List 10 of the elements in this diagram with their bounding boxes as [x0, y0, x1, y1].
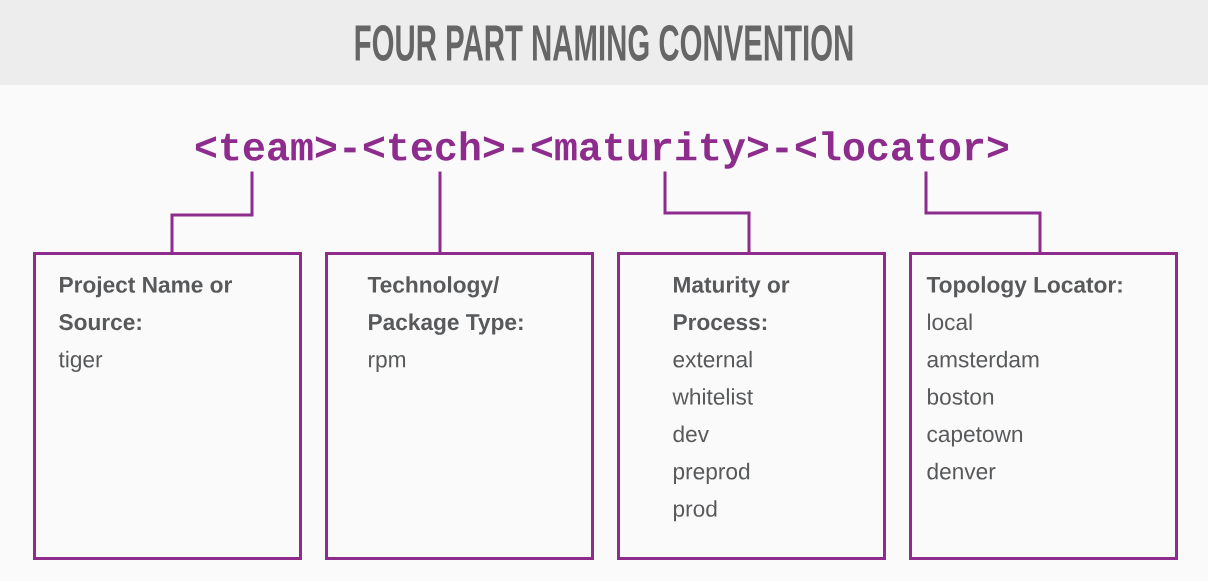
connector-line [663, 171, 751, 252]
connector-line [170, 171, 254, 252]
category-box: Project Name or Source: tiger [33, 252, 302, 560]
title: FOUR PART NAMING CONVENTION [355, 25, 853, 61]
category-box: Maturity or Process: external whitelist dev preprod prod [617, 252, 886, 560]
naming-pattern: <team>-<tech>-<maturity>-<locator> [195, 131, 1008, 169]
connector-line [438, 171, 442, 252]
category-box: Technology/ Package Type: rpm [325, 252, 594, 560]
category-box: Topology Locator: local amsterdam boston capetown denver [909, 252, 1178, 560]
connector-line [924, 171, 1042, 252]
